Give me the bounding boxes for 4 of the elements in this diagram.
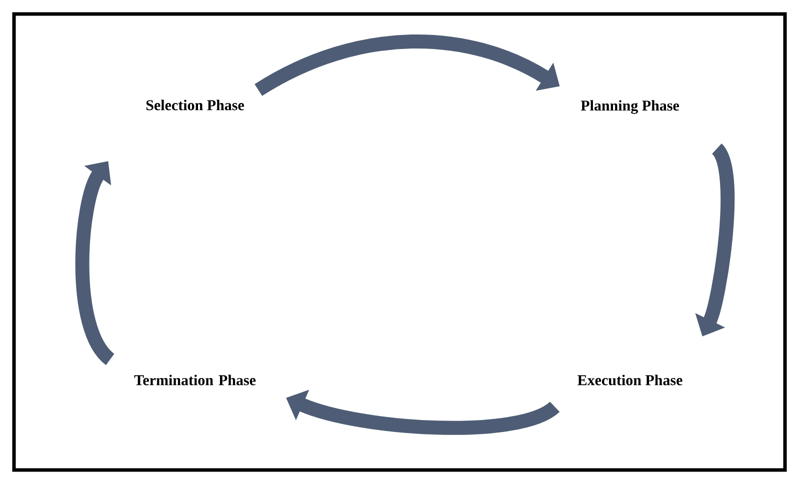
phase-label: Termination Phase xyxy=(134,374,256,386)
phase-label: Execution Phase xyxy=(578,374,682,386)
phase-label: Planning Phase xyxy=(580,100,679,114)
phase-label: Selection Phase xyxy=(146,100,244,110)
